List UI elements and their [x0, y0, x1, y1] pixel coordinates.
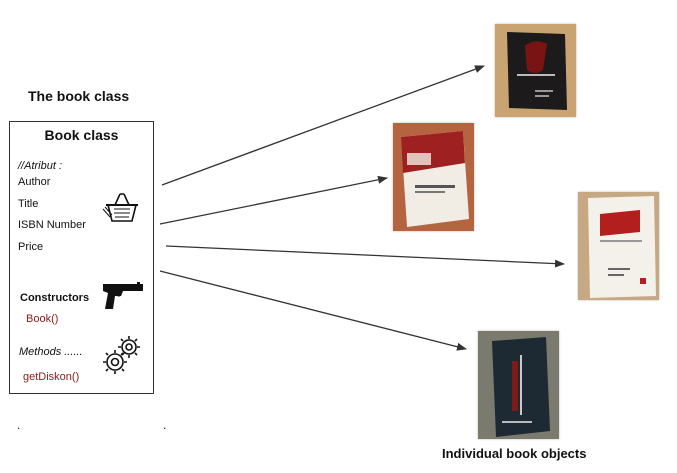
methods-label: Methods ...... — [19, 346, 83, 358]
constructor-name: Book() — [26, 313, 59, 325]
arrow-to-book-3 — [165, 245, 565, 268]
class-box-title: Book class — [44, 127, 119, 143]
book-photo-2 — [393, 123, 474, 231]
method-name: getDiskon() — [23, 371, 80, 383]
book-photo-4 — [478, 331, 559, 439]
dot-left: . — [17, 418, 21, 432]
class-box: Book class //Atribut : Author Title ISBN… — [9, 121, 154, 394]
attribute-author: Author — [18, 176, 51, 188]
book-photo-1 — [495, 24, 576, 117]
basket-icon — [102, 193, 138, 222]
arrow-to-book-2 — [159, 175, 388, 225]
diagram-heading: The book class — [28, 88, 130, 104]
gun-icon — [103, 282, 143, 309]
attribute-isbn: ISBN Number — [18, 219, 86, 231]
constructors-label: Constructors — [20, 292, 90, 304]
footer-caption: Individual book objects — [442, 446, 587, 461]
arrow-to-book-1 — [161, 65, 485, 186]
attributes-header: //Atribut : — [18, 160, 63, 172]
dot-right: . — [163, 418, 167, 432]
attribute-price: Price — [18, 241, 44, 253]
arrow-to-book-4 — [159, 270, 467, 351]
book-photo-3 — [578, 192, 659, 300]
gears-icon — [103, 336, 140, 374]
attribute-title: Title — [18, 198, 39, 210]
